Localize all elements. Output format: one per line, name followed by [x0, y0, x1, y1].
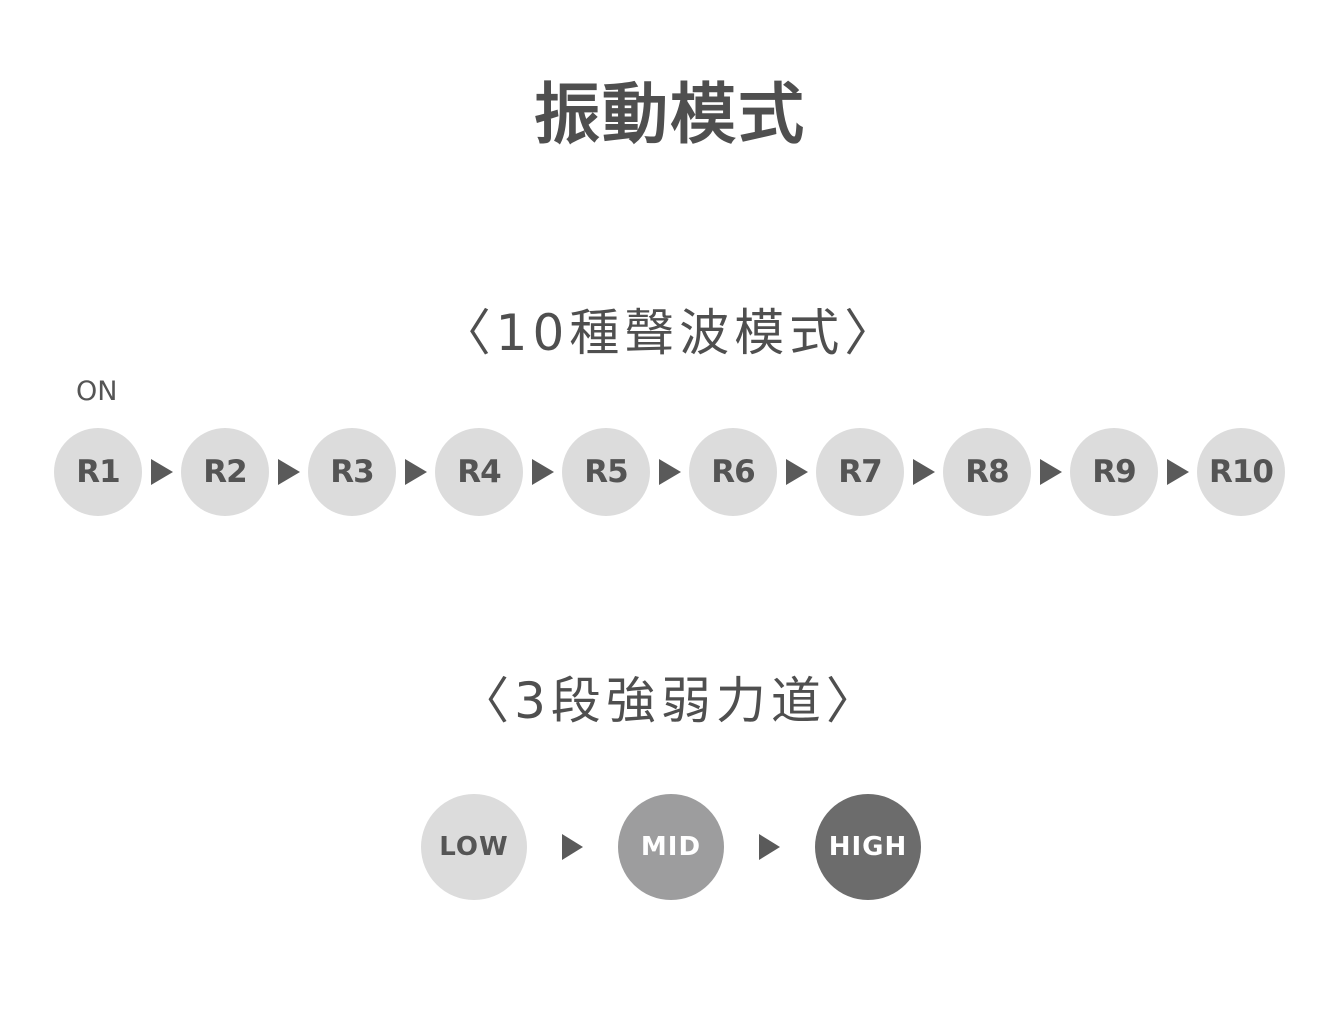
triangle-right-icon [523, 428, 562, 516]
page-title: 振動模式 [534, 76, 806, 153]
level-sequence: LOW MID HIGH [421, 794, 921, 900]
level-high: HIGH [815, 794, 921, 900]
mode-r10: R10 [1197, 428, 1285, 516]
triangle-right-icon [650, 428, 689, 516]
triangle-right-icon [527, 794, 618, 900]
triangle-right-icon [269, 428, 308, 516]
mode-r7: R7 [816, 428, 904, 516]
mode-sequence: R1 R2 R3 R4 R5 R6 R7 R8 R9 R10 [54, 428, 1285, 516]
mode-r6: R6 [689, 428, 777, 516]
level-mid: MID [618, 794, 724, 900]
modes-heading: 〈10種聲波模式〉 [440, 304, 900, 362]
levels-heading: 〈3段強弱力道〉 [459, 672, 881, 730]
on-label: ON [76, 376, 118, 407]
mode-r4: R4 [435, 428, 523, 516]
mode-r2: R2 [181, 428, 269, 516]
level-low: LOW [421, 794, 527, 900]
triangle-right-icon [396, 428, 435, 516]
mode-r8: R8 [943, 428, 1031, 516]
mode-r9: R9 [1070, 428, 1158, 516]
triangle-right-icon [1158, 428, 1197, 516]
triangle-right-icon [724, 794, 815, 900]
triangle-right-icon [777, 428, 816, 516]
triangle-right-icon [1031, 428, 1070, 516]
mode-r3: R3 [308, 428, 396, 516]
mode-r1: R1 [54, 428, 142, 516]
triangle-right-icon [904, 428, 943, 516]
mode-r5: R5 [562, 428, 650, 516]
triangle-right-icon [142, 428, 181, 516]
